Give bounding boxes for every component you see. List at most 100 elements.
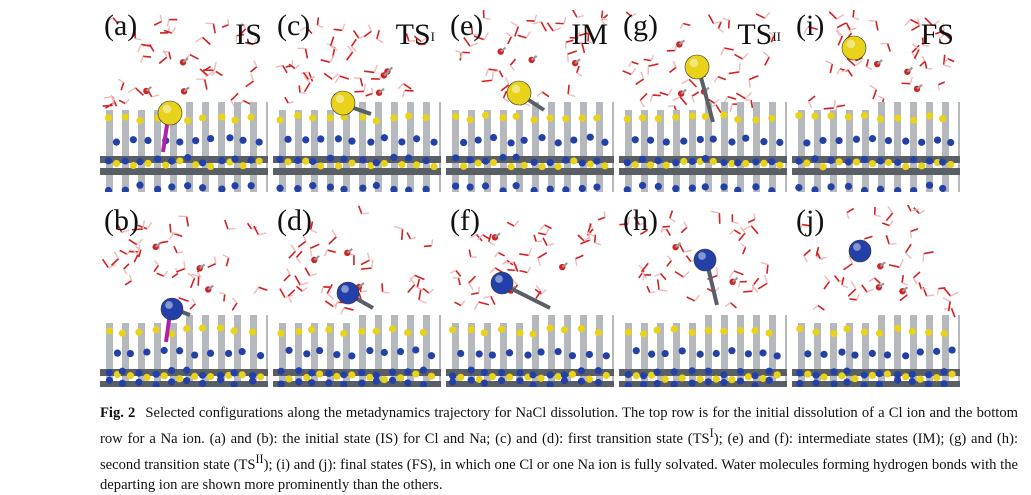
na-atom [308, 369, 315, 376]
water-molecule [658, 279, 668, 290]
na-atom [256, 138, 263, 145]
cl-atom [231, 327, 238, 334]
water-molecule [141, 56, 151, 62]
cl-atom [751, 327, 758, 334]
na-atom [547, 159, 554, 166]
cl-atom [358, 328, 365, 335]
cl-atom [547, 114, 554, 121]
na-atom [737, 378, 744, 385]
cl-atom [499, 114, 506, 121]
na-atom [113, 139, 120, 146]
na-atom [340, 371, 347, 378]
na-atom [513, 154, 520, 161]
water-molecule [125, 275, 132, 285]
panel-label: (j) [796, 205, 824, 238]
water-molecule [178, 216, 188, 226]
na-atom [404, 379, 411, 386]
water-molecule [804, 250, 811, 262]
state-label: TSII [737, 18, 781, 52]
na-atom [136, 158, 143, 165]
cl-atom [516, 329, 523, 336]
water-molecule [682, 79, 697, 87]
cl-atom [295, 328, 302, 335]
na-atom [122, 157, 129, 164]
water-molecule [640, 93, 647, 107]
na-atom [734, 159, 741, 166]
cl-atom [728, 376, 735, 383]
na-atom [720, 379, 727, 386]
water-molecule [138, 44, 151, 52]
na-atom [745, 350, 752, 357]
water-molecule [246, 74, 254, 87]
cl-atom [569, 371, 576, 378]
na-atom [135, 369, 142, 376]
cl-atom [918, 162, 925, 169]
water-molecule [714, 77, 726, 83]
na-atom [766, 368, 773, 375]
water-molecule [763, 52, 769, 65]
na-atom [277, 368, 284, 375]
na-atom [713, 350, 720, 357]
na-atom [947, 139, 954, 146]
na-atom [248, 182, 255, 189]
water-molecule [741, 244, 746, 254]
cl-atom [122, 114, 129, 121]
cl-atom [720, 111, 727, 118]
cl-atom [689, 329, 696, 336]
na-atom [702, 155, 709, 162]
water-molecule [254, 287, 267, 293]
cl-atom [902, 373, 909, 380]
cl-atom [390, 114, 397, 121]
cl-atom [113, 160, 120, 167]
water-molecule [837, 23, 846, 36]
na-atom [276, 156, 283, 163]
water-molecule [847, 209, 854, 219]
cl-atom [475, 160, 482, 167]
water-molecule [321, 55, 334, 62]
water-molecule [709, 15, 722, 24]
na-atom [697, 351, 704, 358]
water-molecule [670, 61, 677, 72]
panel-label: (f) [450, 205, 480, 238]
cl-atom [317, 162, 324, 169]
na-atom [284, 136, 291, 143]
na-atom [397, 348, 404, 355]
water-molecule [190, 299, 195, 309]
na-atom [106, 369, 113, 376]
na-atom [869, 135, 876, 142]
na-atom [917, 348, 924, 355]
water-molecule [824, 100, 836, 109]
cl-atom [811, 112, 818, 119]
na-atom [295, 378, 302, 385]
cl-atom [490, 159, 497, 166]
water-molecule [324, 73, 338, 79]
na-atom [795, 158, 802, 165]
water-molecule [655, 273, 666, 279]
cl-atom [737, 327, 744, 334]
na-atom [199, 159, 206, 166]
cl-atom [803, 160, 810, 167]
na-atom [317, 135, 324, 142]
cl-atom [257, 373, 264, 380]
water-molecule [540, 225, 551, 230]
water-molecule [598, 211, 605, 220]
na-atom [843, 368, 850, 375]
water-molecule [824, 276, 829, 289]
state-name: TS [396, 18, 431, 51]
water-molecule [382, 283, 389, 293]
nacl-crystal-slab [446, 102, 614, 192]
na-atom [876, 370, 883, 377]
na-atom [578, 378, 585, 385]
na-atom [481, 369, 488, 376]
na-atom [207, 135, 214, 142]
cl-atom [507, 163, 514, 170]
cl-atom [397, 374, 404, 381]
na-atom [742, 135, 749, 142]
na-atom [538, 134, 545, 141]
water-molecule [660, 89, 672, 95]
cl-atom [105, 114, 112, 121]
na-atom [751, 372, 758, 379]
na-atom [689, 185, 696, 192]
cl-atom [578, 325, 585, 332]
water-molecule [289, 245, 296, 258]
